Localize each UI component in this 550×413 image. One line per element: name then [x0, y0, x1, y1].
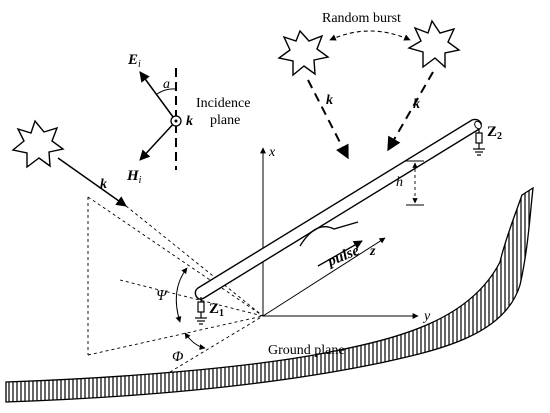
- z2-resistor: [475, 132, 483, 144]
- psi-angle-arc: [175, 267, 188, 323]
- ground-strip: [5, 186, 534, 403]
- random-burst-label: Random burst: [322, 11, 401, 26]
- k-out-of-page-dot: [174, 119, 178, 123]
- psi-label: Ψ: [156, 288, 168, 304]
- burst-star-left-icon: [277, 29, 330, 77]
- alpha-label: a: [163, 77, 170, 92]
- burst-star-right-icon: [407, 19, 461, 69]
- construction-psi-ray: [119, 279, 264, 317]
- construction-diagonal: [87, 196, 264, 317]
- h-label: Hi: [126, 168, 142, 186]
- k-dot-label: k: [186, 114, 193, 129]
- e-vector: [139, 71, 177, 122]
- pulse-label: pulse: [324, 243, 362, 271]
- k-label-left: k: [326, 93, 333, 108]
- pulse-shape: [299, 221, 359, 247]
- z-axis-label: z: [369, 244, 376, 259]
- z1-ground-icon: [195, 317, 207, 325]
- z1-resistor: [197, 301, 205, 313]
- line-end-cap: [474, 120, 482, 130]
- h-vector: [139, 120, 177, 161]
- burst-star-incident-icon: [11, 119, 65, 169]
- e-label: Ei: [127, 52, 141, 70]
- y-axis-label: y: [422, 309, 431, 324]
- construction-incidence: [125, 205, 264, 317]
- height-label: h: [396, 175, 403, 190]
- k-incident-label: k: [100, 177, 107, 192]
- x-axis-label: x: [268, 145, 276, 160]
- z2-ground-icon: [473, 148, 485, 156]
- ground-plane-label: Ground plane: [268, 343, 345, 358]
- pulse-arrow: [317, 240, 363, 267]
- burst-arc: [329, 30, 411, 41]
- incidence-plane-label: Incidence plane: [196, 96, 254, 128]
- k-incident-arrow: [57, 157, 127, 207]
- z-axis: [262, 237, 386, 317]
- construction-ground-dir: [169, 315, 264, 373]
- transmission-line: [194, 118, 482, 300]
- k-label-right: k: [413, 97, 420, 112]
- alpha-angle-arc: [156, 88, 177, 95]
- phi-label: Φ: [172, 349, 184, 365]
- k-arrow-left: [307, 79, 349, 160]
- phi-angle-arc: [184, 332, 206, 350]
- z1-label: Z1: [209, 301, 224, 319]
- z2-label: Z2: [487, 124, 502, 142]
- k-arrow-right: [387, 71, 434, 152]
